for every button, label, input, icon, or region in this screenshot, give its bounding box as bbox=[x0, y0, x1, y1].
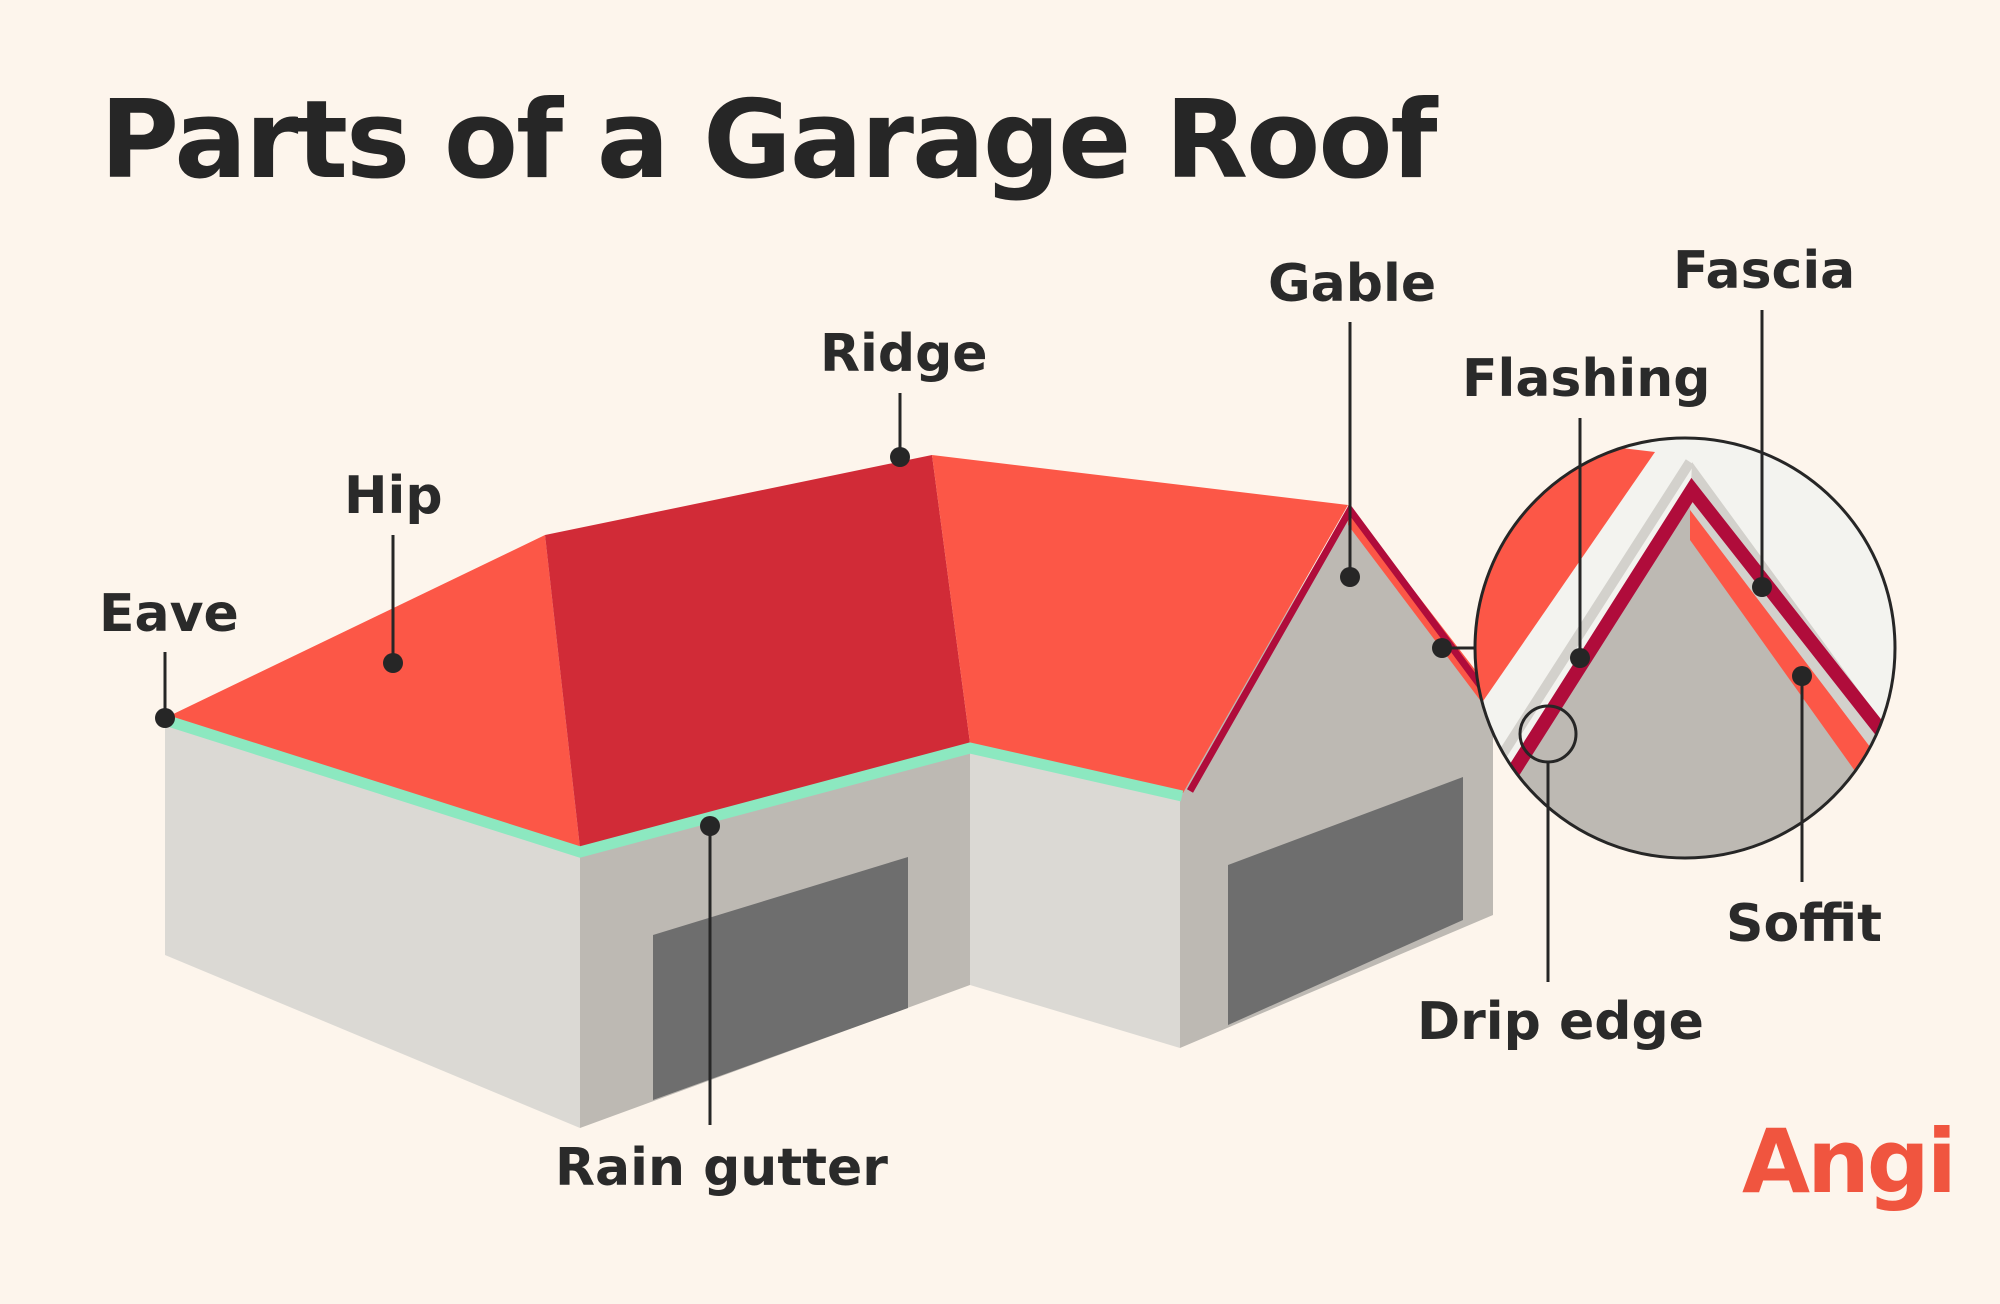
label-soffit: Soffit bbox=[1726, 894, 1883, 954]
label-gable: Gable bbox=[1268, 254, 1437, 314]
connector-dot bbox=[1432, 638, 1452, 658]
leader-lines bbox=[163, 310, 1804, 1125]
roof-center-face bbox=[545, 455, 970, 848]
label-eave: Eave bbox=[99, 584, 239, 644]
middle-wall bbox=[970, 745, 1180, 1048]
label-rain-gutter: Rain gutter bbox=[555, 1138, 888, 1198]
gable-dot bbox=[1340, 567, 1360, 587]
label-flashing: Flashing bbox=[1462, 349, 1711, 409]
fascia-dot bbox=[1752, 577, 1772, 597]
angi-logo: Angi bbox=[1742, 1110, 1957, 1213]
label-ridge: Ridge bbox=[820, 324, 988, 384]
roof-hip-face bbox=[165, 535, 580, 848]
garage-door-left bbox=[653, 857, 908, 1100]
rain-gutter-strip bbox=[163, 714, 1184, 858]
garage-door-right bbox=[1228, 777, 1463, 1025]
ridge-dot bbox=[890, 447, 910, 467]
soffit-dot bbox=[1792, 666, 1812, 686]
rain-gutter-dot bbox=[700, 816, 720, 836]
eave-dot bbox=[155, 708, 175, 728]
flashing-dot bbox=[1570, 648, 1590, 668]
page-title: Parts of a Garage Roof bbox=[100, 78, 1438, 203]
label-drip-edge: Drip edge bbox=[1417, 992, 1704, 1052]
label-hip: Hip bbox=[344, 466, 443, 526]
hip-dot bbox=[383, 653, 403, 673]
label-fascia: Fascia bbox=[1673, 241, 1856, 301]
zoom-detail bbox=[1473, 436, 1897, 860]
roof-right-face bbox=[932, 455, 1348, 793]
marker-dots bbox=[155, 447, 1812, 836]
